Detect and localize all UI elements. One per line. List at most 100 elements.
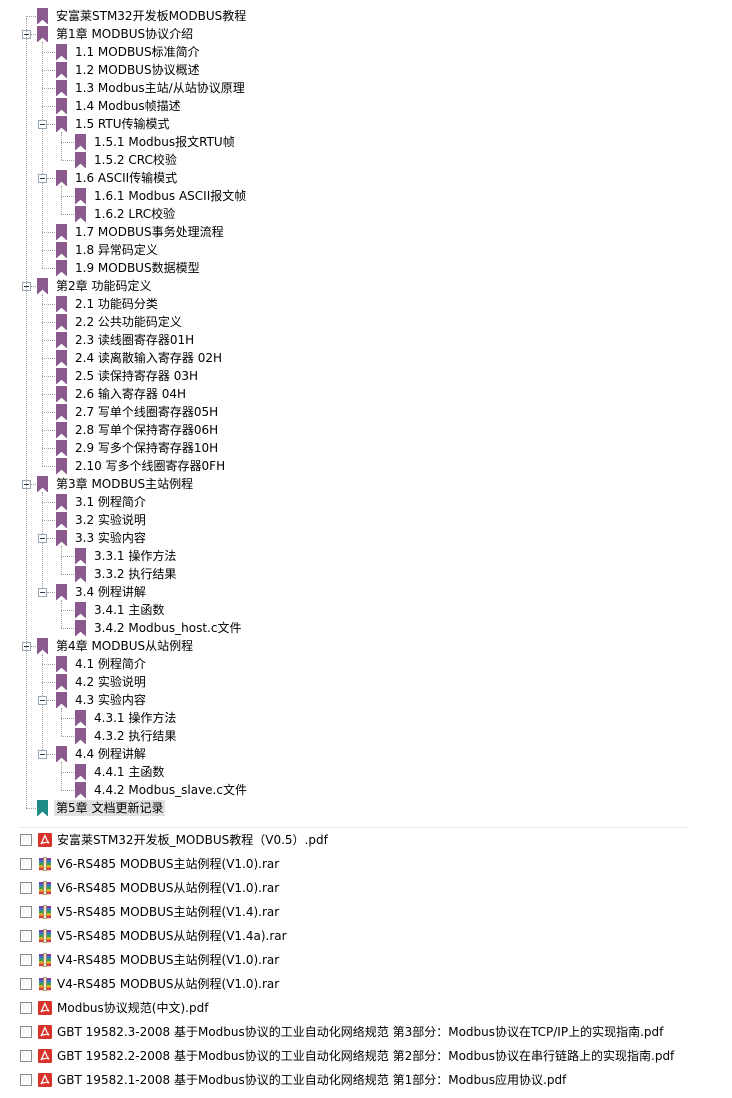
tree-item[interactable]: 4.3.1 操作方法 xyxy=(75,709,178,727)
file-row[interactable]: V6-RS485 MODBUS从站例程(V1.0).rar xyxy=(20,878,279,898)
tree-item[interactable]: 4.4.1 主函数 xyxy=(75,763,166,781)
tree-item-label: 2.9 写多个保持寄存器10H xyxy=(75,441,219,455)
tree-item-label: 1.7 MODBUS事务处理流程 xyxy=(75,225,224,239)
tree-item[interactable]: 第3章 MODBUS主站例程 xyxy=(37,475,195,493)
file-row[interactable]: Modbus协议规范(中文).pdf xyxy=(20,998,208,1018)
tree-item[interactable]: 1.9 MODBUS数据模型 xyxy=(56,259,202,277)
tree-item[interactable]: 1.6 ASCII传输模式 xyxy=(56,169,179,187)
tree-item[interactable]: 3.1 例程简介 xyxy=(56,493,148,511)
tree-item[interactable]: 1.8 异常码定义 xyxy=(56,241,160,259)
tree-connector xyxy=(47,754,55,755)
file-name: GBT 19582.2-2008 基于Modbus协议的工业自动化网络规范 第2… xyxy=(57,1049,675,1063)
tree-item-label: 1.6.1 Modbus ASCII报文帧 xyxy=(94,189,247,203)
file-row[interactable]: V5-RS485 MODBUS主站例程(V1.4).rar xyxy=(20,902,279,922)
tree-connector xyxy=(61,762,62,790)
tree-item[interactable]: 2.7 写单个线圈寄存器05H xyxy=(56,403,220,421)
tree-item[interactable]: 3.3.1 操作方法 xyxy=(75,547,178,565)
tree-item[interactable]: 1.4 Modbus帧描述 xyxy=(56,97,183,115)
tree-item[interactable]: 第5章 文档更新记录 xyxy=(37,799,166,817)
collapse-toggle[interactable] xyxy=(38,174,47,183)
tree-item[interactable]: 3.4.2 Modbus_host.c文件 xyxy=(75,619,243,637)
tree-connector xyxy=(42,88,55,89)
collapse-toggle[interactable] xyxy=(38,588,47,597)
file-checkbox[interactable] xyxy=(20,1026,32,1038)
tree-item[interactable]: 3.4.1 主函数 xyxy=(75,601,166,619)
file-checkbox[interactable] xyxy=(20,1002,32,1014)
file-checkbox[interactable] xyxy=(20,906,32,918)
file-checkbox[interactable] xyxy=(20,930,32,942)
tree-item[interactable]: 1.5 RTU传输模式 xyxy=(56,115,171,133)
tree-item[interactable]: 3.2 实验说明 xyxy=(56,511,148,529)
tree-item[interactable]: 1.5.1 Modbus报文RTU帧 xyxy=(75,133,237,151)
file-checkbox[interactable] xyxy=(20,834,32,846)
tree-item[interactable]: 3.4 例程讲解 xyxy=(56,583,148,601)
tree-item[interactable]: 安富莱STM32开发板MODBUS教程 xyxy=(37,7,248,25)
tree-item-label: 4.4.1 主函数 xyxy=(94,765,165,779)
collapse-toggle[interactable] xyxy=(38,696,47,705)
tree-item[interactable]: 第2章 功能码定义 xyxy=(37,277,153,295)
tree-item[interactable]: 2.4 读离散输入寄存器 02H xyxy=(56,349,224,367)
file-checkbox[interactable] xyxy=(20,1074,32,1086)
tree-item-label: 2.10 写多个线圈寄存器0FH xyxy=(75,459,226,473)
file-checkbox[interactable] xyxy=(20,858,32,870)
tree-item[interactable]: 1.7 MODBUS事务处理流程 xyxy=(56,223,226,241)
tree-item[interactable]: 1.6.1 Modbus ASCII报文帧 xyxy=(75,187,248,205)
bookmark-icon xyxy=(56,746,67,762)
file-checkbox[interactable] xyxy=(20,954,32,966)
tree-item[interactable]: 4.2 实验说明 xyxy=(56,673,148,691)
tree-item[interactable]: 4.1 例程简介 xyxy=(56,655,148,673)
tree-connector xyxy=(26,808,36,809)
collapse-toggle[interactable] xyxy=(38,120,47,129)
file-row[interactable]: V4-RS485 MODBUS主站例程(V1.0).rar xyxy=(20,950,279,970)
tree-item[interactable]: 第1章 MODBUS协议介绍 xyxy=(37,25,195,43)
file-row[interactable]: 安富莱STM32开发板_MODBUS教程（V0.5）.pdf xyxy=(20,830,328,850)
bookmark-icon xyxy=(56,98,67,114)
bookmark-icon xyxy=(56,584,67,600)
tree-item[interactable]: 4.4 例程讲解 xyxy=(56,745,148,763)
bookmark-icon xyxy=(75,566,86,582)
tree-item[interactable]: 3.3.2 执行结果 xyxy=(75,565,178,583)
bookmark-icon xyxy=(75,206,86,222)
tree-item[interactable]: 1.5.2 CRC校验 xyxy=(75,151,179,169)
tree-item[interactable]: 2.9 写多个保持寄存器10H xyxy=(56,439,220,457)
tree-connector xyxy=(26,18,27,808)
tree-item[interactable]: 2.1 功能码分类 xyxy=(56,295,160,313)
tree-item[interactable]: 4.3 实验内容 xyxy=(56,691,148,709)
file-row[interactable]: V4-RS485 MODBUS从站例程(V1.0).rar xyxy=(20,974,279,994)
file-name: V6-RS485 MODBUS从站例程(V1.0).rar xyxy=(57,881,280,895)
file-checkbox[interactable] xyxy=(20,1050,32,1062)
file-row[interactable]: V5-RS485 MODBUS从站例程(V1.4a).rar xyxy=(20,926,287,946)
tree-item[interactable]: 2.2 公共功能码定义 xyxy=(56,313,184,331)
tree-item[interactable]: 1.1 MODBUS标准简介 xyxy=(56,43,202,61)
tree-item[interactable]: 3.3 实验内容 xyxy=(56,529,148,547)
collapse-toggle[interactable] xyxy=(38,534,47,543)
tree-item-label: 1.6 ASCII传输模式 xyxy=(75,171,178,185)
tree-item[interactable]: 2.10 写多个线圈寄存器0FH xyxy=(56,457,227,475)
file-row[interactable]: GBT 19582.2-2008 基于Modbus协议的工业自动化网络规范 第2… xyxy=(20,1046,674,1066)
tree-item[interactable]: 第4章 MODBUS从站例程 xyxy=(37,637,195,655)
tree-item[interactable]: 2.3 读线圈寄存器01H xyxy=(56,331,196,349)
file-row[interactable]: GBT 19582.1-2008 基于Modbus协议的工业自动化网络规范 第1… xyxy=(20,1070,566,1090)
tree-item[interactable]: 4.4.2 Modbus_slave.c文件 xyxy=(75,781,249,799)
bookmark-icon xyxy=(56,296,67,312)
collapse-toggle[interactable] xyxy=(38,750,47,759)
file-checkbox[interactable] xyxy=(20,978,32,990)
tree-item[interactable]: 2.5 读保持寄存器 03H xyxy=(56,367,200,385)
tree-item[interactable]: 2.8 写单个保持寄存器06H xyxy=(56,421,220,439)
tree-item-label: 2.6 输入寄存器 04H xyxy=(75,387,187,401)
tree-item[interactable]: 4.3.2 执行结果 xyxy=(75,727,178,745)
file-row[interactable]: GBT 19582.3-2008 基于Modbus协议的工业自动化网络规范 第3… xyxy=(20,1022,663,1042)
bookmark-icon xyxy=(56,224,67,240)
tree-connector xyxy=(42,106,55,107)
bookmark-icon xyxy=(37,278,48,294)
tree-item[interactable]: 2.6 输入寄存器 04H xyxy=(56,385,188,403)
tree-item[interactable]: 1.3 Modbus主站/从站协议原理 xyxy=(56,79,247,97)
tree-item-label: 安富莱STM32开发板MODBUS教程 xyxy=(56,9,247,23)
tree-item[interactable]: 1.2 MODBUS协议概述 xyxy=(56,61,202,79)
file-checkbox[interactable] xyxy=(20,882,32,894)
tree-item[interactable]: 1.6.2 LRC校验 xyxy=(75,205,177,223)
file-row[interactable]: V6-RS485 MODBUS主站例程(V1.0).rar xyxy=(20,854,279,874)
bookmark-icon xyxy=(75,152,86,168)
tree-connector xyxy=(42,294,43,466)
